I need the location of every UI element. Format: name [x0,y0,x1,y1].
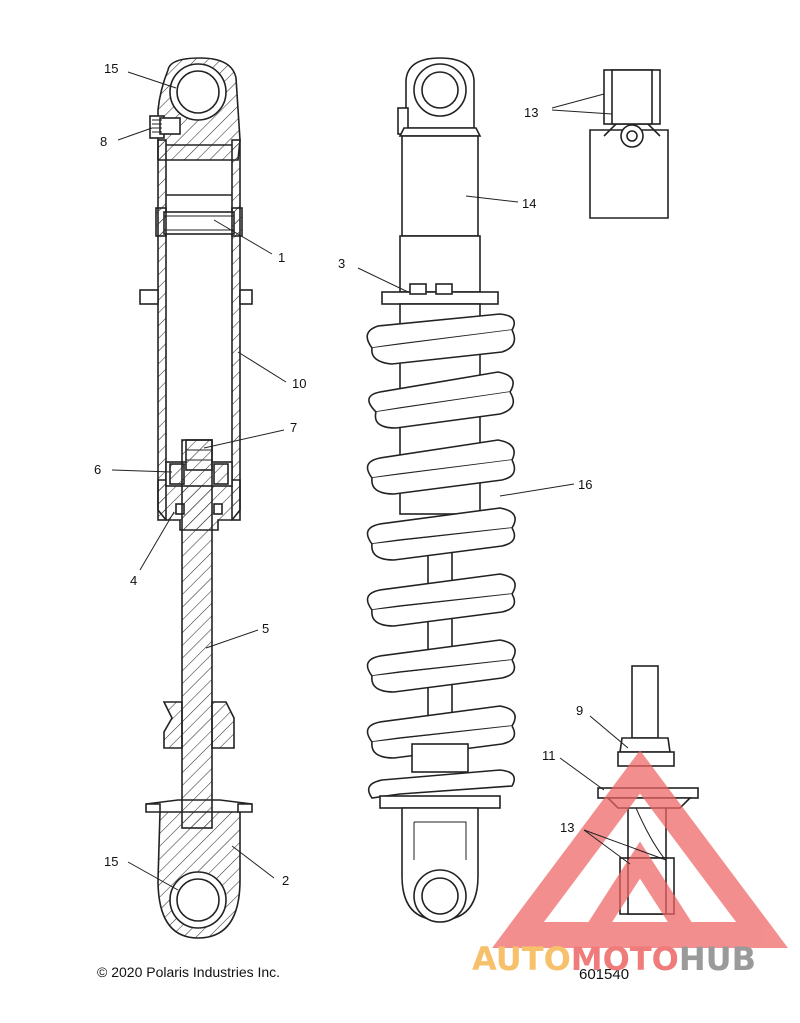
callout-3: 3 [338,256,345,271]
callout-11: 11 [542,748,556,763]
spring-coils [366,313,516,799]
callout-5: 5 [262,621,269,636]
callout-14: 14 [522,196,536,211]
callout-13-bottom: 13 [560,820,574,835]
watermark-logo [492,750,788,948]
callout-8: 8 [100,134,107,149]
callout-16: 16 [578,477,592,492]
callout-15-bottom: 15 [104,854,118,869]
watermark-auto: AUTO [472,940,571,978]
cutaway-shock [139,57,253,939]
coilover-shock [366,57,516,923]
callout-4: 4 [130,573,137,588]
callout-2: 2 [282,873,289,888]
watermark-moto: MOTO [570,940,679,978]
copyright-text: © 2020 Polaris Industries Inc. [97,964,281,980]
callout-15-top: 15 [104,61,118,76]
callout-9: 9 [576,703,583,718]
watermark-hub: HUB [678,940,757,978]
callout-13-top: 13 [524,105,538,120]
top-mount-detail [589,69,669,219]
leader-lines [111,71,667,891]
callout-7: 7 [290,420,297,435]
callout-6: 6 [94,462,101,477]
callout-10: 10 [292,376,306,391]
part-number: 601540 [579,966,630,983]
callout-1: 1 [278,250,285,265]
watermark-text: AUTOMOTOHUB [472,940,756,978]
